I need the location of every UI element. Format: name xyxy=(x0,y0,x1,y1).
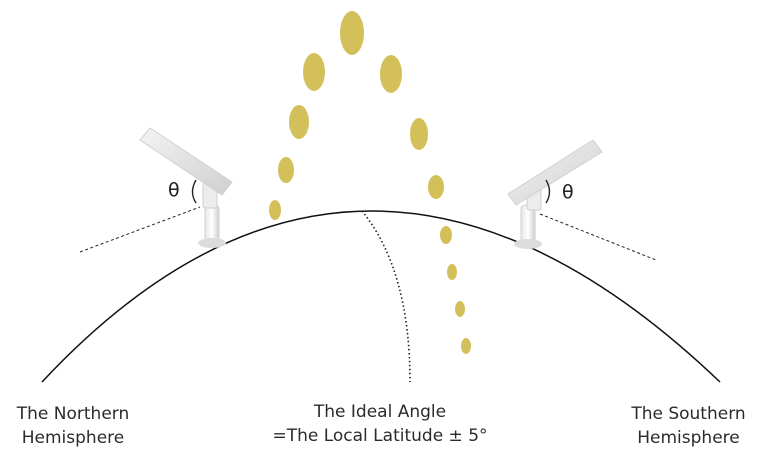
sun-position-icon xyxy=(289,105,309,139)
ideal-label-line-2: =The Local Latitude ± 5° xyxy=(272,426,488,446)
latitude-dotted-line xyxy=(361,210,411,383)
southern-horizon-line xyxy=(539,213,657,261)
sun-position-icon xyxy=(447,264,457,280)
northern-horizon-line xyxy=(79,206,201,253)
northern-theta-symbol: θ xyxy=(168,179,180,201)
sun-position-icon xyxy=(278,157,294,183)
northern-hemisphere-label: The Northern Hemisphere xyxy=(0,402,146,450)
sun-position-icon xyxy=(303,53,325,91)
sun-position-icon xyxy=(440,226,452,244)
southern-label-line-1: The Southern xyxy=(631,404,746,424)
southern-angle-arc xyxy=(545,179,551,204)
southern-hemisphere-label: The Southern Hemisphere xyxy=(618,402,759,450)
sun-position-icon xyxy=(410,118,428,150)
ideal-label-line-1: The Ideal Angle xyxy=(313,402,447,422)
sun-position-icon xyxy=(269,200,281,220)
ideal-angle-label: The Ideal Angle =The Local Latitude ± 5° xyxy=(255,400,505,448)
earth-surface-arc xyxy=(41,210,721,383)
northern-label-line-2: Hemisphere xyxy=(21,428,125,448)
sun-position-icon xyxy=(380,55,402,93)
sun-position-icon xyxy=(455,301,465,317)
sun-position-icon xyxy=(340,11,364,55)
sun-path xyxy=(269,11,471,354)
sun-position-icon xyxy=(461,338,471,354)
solar-panel-icon xyxy=(507,139,603,249)
sun-position-icon xyxy=(428,175,444,199)
southern-label-line-2: Hemisphere xyxy=(637,428,740,448)
northern-angle-arc xyxy=(191,179,197,204)
southern-theta-symbol: θ xyxy=(562,181,574,203)
solar-panel-icon xyxy=(139,127,233,248)
northern-label-line-1: The Northern xyxy=(16,404,130,424)
